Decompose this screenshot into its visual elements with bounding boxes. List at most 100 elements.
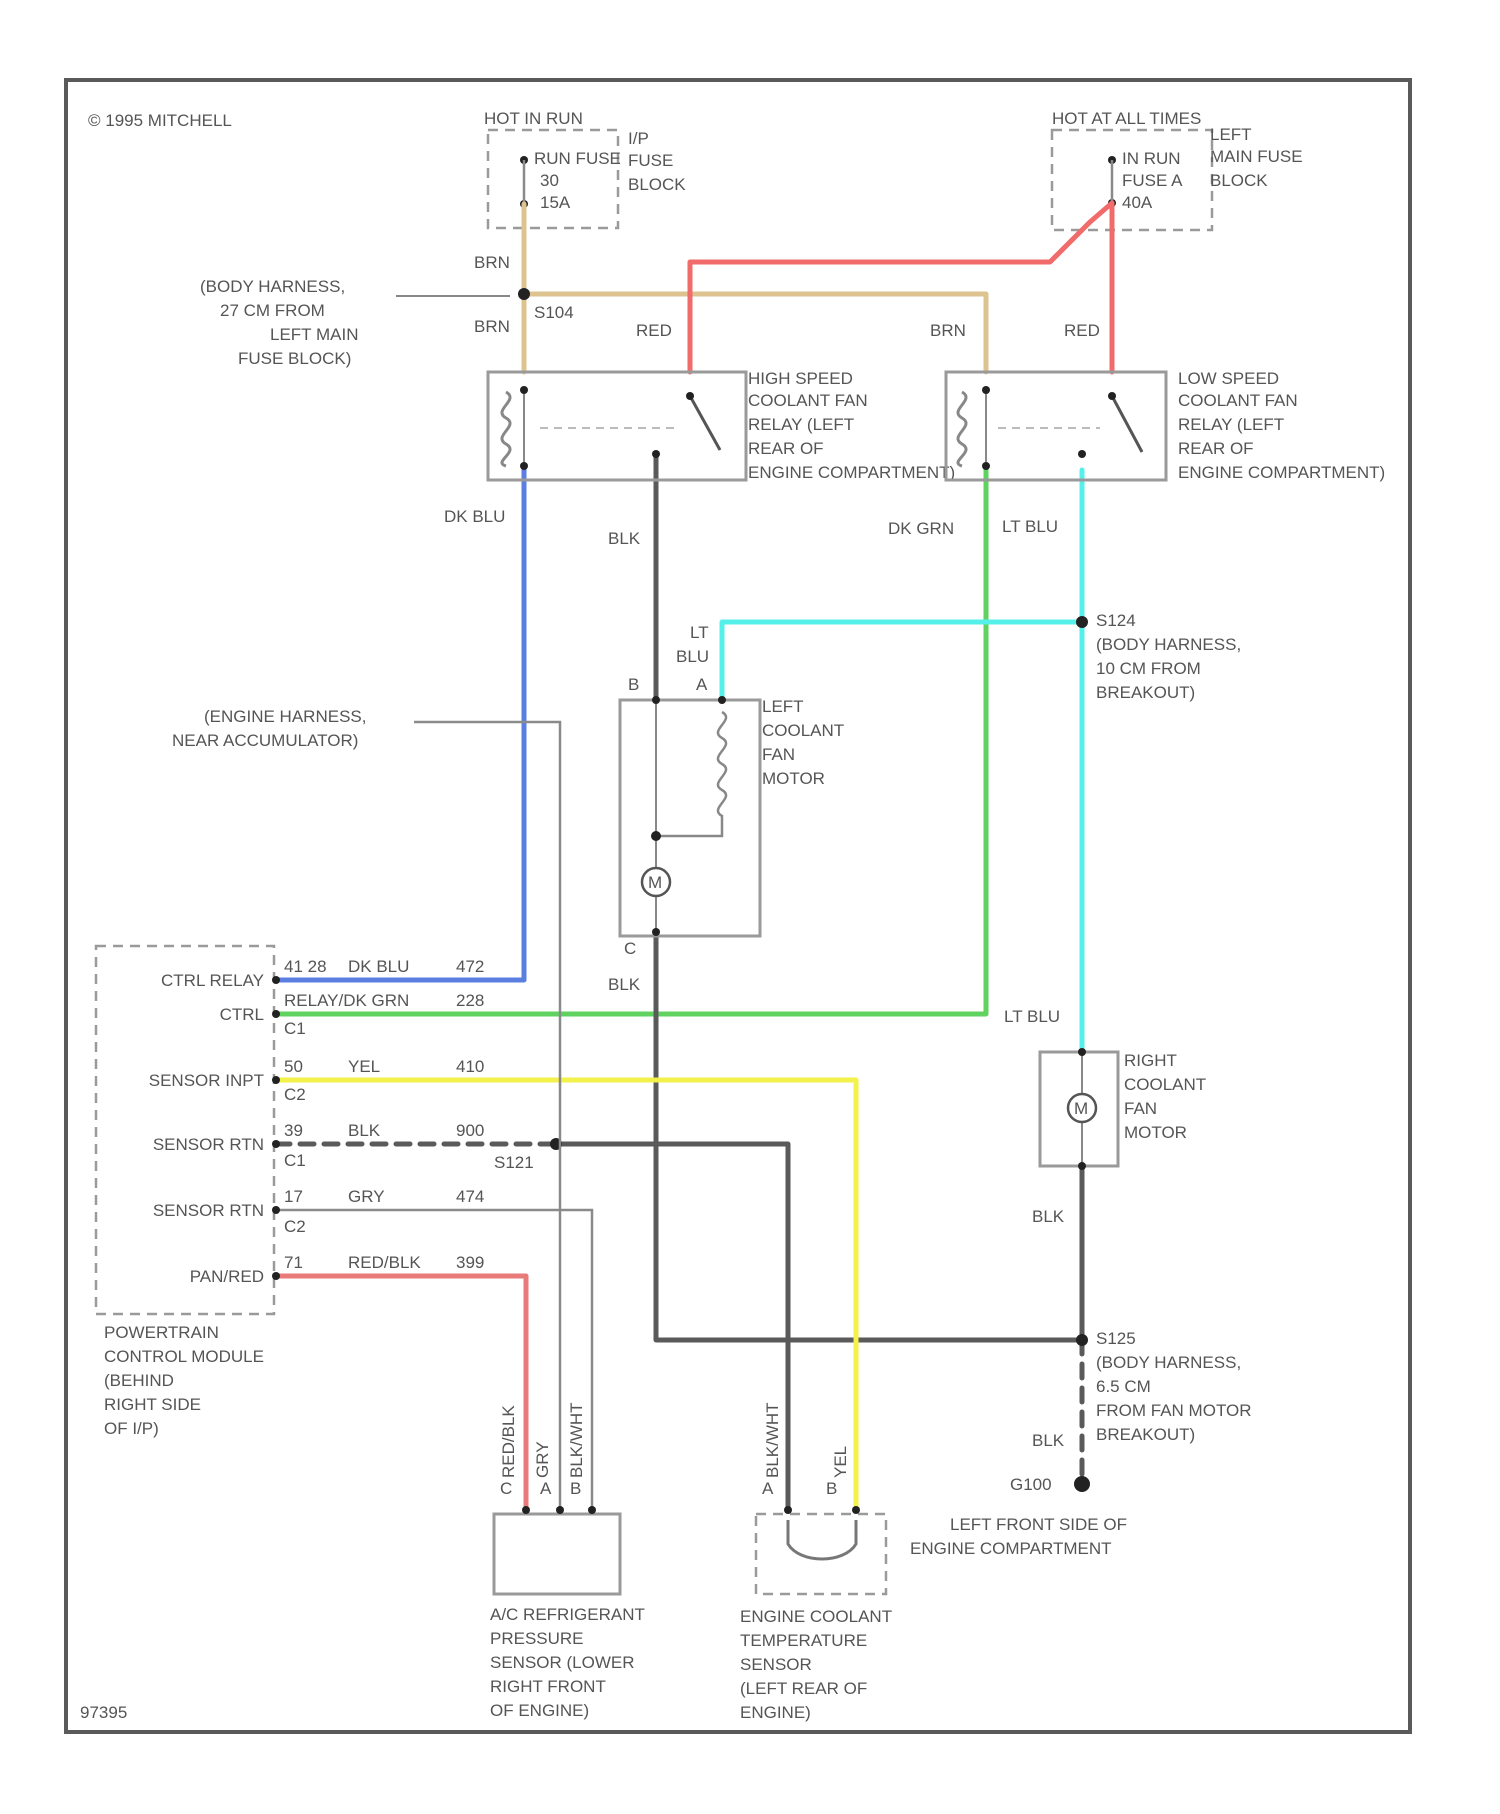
svg-text:(BODY HARNESS,: (BODY HARNESS,: [1096, 1353, 1241, 1372]
svg-text:PRESSURE: PRESSURE: [490, 1629, 584, 1648]
pcm-pin-number: 71: [284, 1253, 303, 1272]
svg-text:SENSOR (LOWER: SENSOR (LOWER: [490, 1653, 635, 1672]
svg-text:RIGHT FRONT: RIGHT FRONT: [490, 1677, 606, 1696]
pcm-wire-color: BLK: [348, 1121, 381, 1140]
wire-lt-blu-branch: [722, 622, 1082, 700]
svg-text:MAIN FUSE: MAIN FUSE: [1210, 147, 1303, 166]
svg-text:RED/BLK: RED/BLK: [499, 1405, 518, 1478]
svg-text:S104: S104: [534, 303, 574, 322]
svg-text:OF I/P): OF I/P): [104, 1419, 159, 1438]
svg-text:M: M: [1074, 1099, 1088, 1118]
svg-text:FAN: FAN: [762, 745, 795, 764]
svg-text:40A: 40A: [1122, 193, 1153, 212]
engine-coolant-temperature-sensor: A B BLK/WHT YEL ENGINE COOLANT TEMPERATU…: [740, 1402, 892, 1722]
figure-id: 97395: [80, 1703, 127, 1722]
svg-text:ENGINE COMPARTMENT): ENGINE COMPARTMENT): [748, 463, 955, 482]
pcm-wire-color: DK BLU: [348, 957, 409, 976]
svg-text:BRN: BRN: [930, 321, 966, 340]
pcm-pin-terminal: [272, 1010, 280, 1018]
svg-text:FUSE BLOCK): FUSE BLOCK): [238, 349, 351, 368]
svg-text:LOW SPEED: LOW SPEED: [1178, 369, 1279, 388]
svg-text:LEFT: LEFT: [1210, 125, 1252, 144]
svg-text:BREAKOUT): BREAKOUT): [1096, 683, 1195, 702]
svg-text:S125: S125: [1096, 1329, 1136, 1348]
pcm-pin-number: 50: [284, 1057, 303, 1076]
pcm-circuit-number: 900: [456, 1121, 484, 1140]
svg-text:BLK/WHT: BLK/WHT: [763, 1402, 782, 1478]
pcm-pin-number: RELAY/DK GRN: [284, 991, 409, 1010]
pcm-connector-label: C1: [284, 1019, 306, 1038]
wire-red-left: [690, 222, 1090, 372]
svg-text:(LEFT REAR OF: (LEFT REAR OF: [740, 1679, 867, 1698]
svg-text:A: A: [696, 675, 708, 694]
svg-text:(BODY HARNESS,: (BODY HARNESS,: [200, 277, 345, 296]
pcm-circuit-number: 410: [456, 1057, 484, 1076]
pcm-wire-color: YEL: [348, 1057, 380, 1076]
svg-text:(BEHIND: (BEHIND: [104, 1371, 174, 1390]
pcm-wire-color: RED/BLK: [348, 1253, 421, 1272]
svg-text:C: C: [624, 939, 636, 958]
svg-text:BLK: BLK: [1032, 1431, 1065, 1450]
pcm-circuit-number: 228: [456, 991, 484, 1010]
svg-text:HIGH SPEED: HIGH SPEED: [748, 369, 853, 388]
pcm-pin-number: 17: [284, 1187, 303, 1206]
wire-red-diag: [1090, 203, 1112, 222]
svg-text:BLK: BLK: [608, 529, 641, 548]
copyright: © 1995 MITCHELL: [88, 111, 232, 130]
pcm-wire-color: GRY: [348, 1187, 385, 1206]
wire-brn-branch: [524, 294, 986, 372]
svg-text:G100: G100: [1010, 1475, 1052, 1494]
svg-text:YEL: YEL: [831, 1446, 850, 1478]
pcm-pin-name: CTRL: [220, 1005, 264, 1024]
svg-text:TEMPERATURE: TEMPERATURE: [740, 1631, 867, 1650]
svg-text:LT BLU: LT BLU: [1002, 517, 1058, 536]
ip-fuse-block: HOT IN RUN RUN FUSE 30 15A I/P FUSE BLOC…: [484, 109, 686, 228]
wire-gray-engine-harness: [414, 722, 560, 1508]
svg-text:FUSE A: FUSE A: [1122, 171, 1183, 190]
svg-text:LT: LT: [690, 623, 709, 642]
wire-blk-motor: [656, 932, 1082, 1340]
pcm-pin-terminal: [272, 1140, 280, 1148]
svg-text:S121: S121: [494, 1153, 534, 1172]
splice-s125: [1076, 1334, 1088, 1346]
svg-text:LEFT MAIN: LEFT MAIN: [270, 325, 358, 344]
svg-text:BRN: BRN: [474, 253, 510, 272]
pcm-pin-name: SENSOR RTN: [153, 1201, 264, 1220]
svg-text:IN RUN: IN RUN: [1122, 149, 1181, 168]
pcm-pin-terminal: [272, 976, 280, 984]
pcm-pin-number: 39: [284, 1121, 303, 1140]
svg-text:(BODY HARNESS,: (BODY HARNESS,: [1096, 635, 1241, 654]
pcm-pin-terminal: [272, 1076, 280, 1084]
svg-text:M: M: [648, 873, 662, 892]
svg-text:BLK: BLK: [608, 975, 641, 994]
splice-s124: [1076, 616, 1088, 628]
pcm-pin-terminal: [272, 1272, 280, 1280]
svg-text:COOLANT FAN: COOLANT FAN: [748, 391, 868, 410]
wire-red-blk: [276, 1276, 526, 1508]
svg-text:RED: RED: [636, 321, 672, 340]
ground-g100: [1074, 1476, 1090, 1492]
svg-text:OF ENGINE): OF ENGINE): [490, 1701, 589, 1720]
svg-text:S124: S124: [1096, 611, 1136, 630]
svg-text:LT BLU: LT BLU: [1004, 1007, 1060, 1026]
svg-text:ENGINE COOLANT: ENGINE COOLANT: [740, 1607, 892, 1626]
svg-text:COOLANT: COOLANT: [762, 721, 844, 740]
svg-text:RED: RED: [1064, 321, 1100, 340]
diagram-border: [66, 80, 1410, 1732]
svg-text:COOLANT FAN: COOLANT FAN: [1178, 391, 1298, 410]
ac-refrigerant-pressure-sensor: C A B RED/BLK GRY BLK/WHT A/C REFRIGERAN…: [490, 1402, 645, 1720]
pcm-circuit-number: 474: [456, 1187, 484, 1206]
svg-text:LEFT: LEFT: [762, 697, 804, 716]
svg-text:B: B: [628, 675, 639, 694]
svg-text:BLU: BLU: [676, 647, 709, 666]
svg-text:DK BLU: DK BLU: [444, 507, 505, 526]
svg-text:RELAY (LEFT: RELAY (LEFT: [1178, 415, 1284, 434]
high-speed-relay: HIGH SPEED COOLANT FAN RELAY (LEFT REAR …: [488, 369, 955, 482]
svg-text:ENGINE): ENGINE): [740, 1703, 811, 1722]
svg-text:MOTOR: MOTOR: [762, 769, 825, 788]
svg-text:LEFT FRONT SIDE OF: LEFT FRONT SIDE OF: [950, 1515, 1127, 1534]
svg-text:30: 30: [540, 171, 559, 190]
svg-text:RUN FUSE: RUN FUSE: [534, 149, 621, 168]
svg-text:HOT AT ALL TIMES: HOT AT ALL TIMES: [1052, 109, 1201, 128]
